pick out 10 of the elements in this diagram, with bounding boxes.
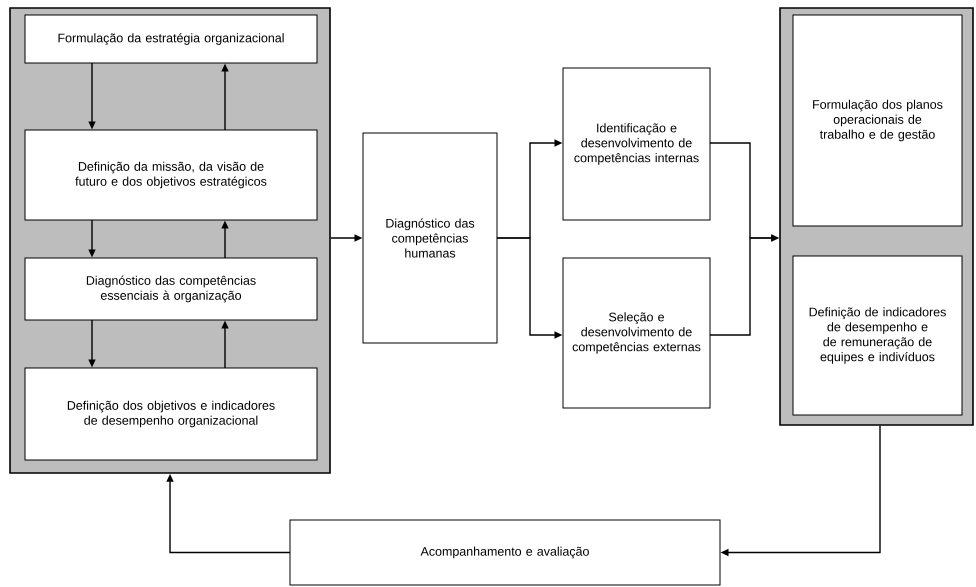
process-box: Definição dos objetivos e indicadores de desempenho organizacional (24, 368, 318, 460)
process-box: Acompanhamento e avaliação (290, 520, 720, 586)
process-box: Definição da missão, da visão de futuro e dos objetivos estratégicos (24, 130, 318, 220)
process-box: Formulação da estratégia organizacional (24, 14, 318, 64)
process-box: Diagnóstico das competências essenciais à organização (24, 258, 318, 320)
process-box: Seleção e desenvolvimento de competências externas (562, 258, 710, 408)
process-box: Formulação dos planos operacionais de trabalho e de gestão (792, 14, 962, 226)
process-box: Identificação e desenvolvimento de competências internas (562, 68, 710, 220)
process-box: Diagnóstico das competências humanas (362, 132, 498, 344)
process-box: Definição de indicadores de desempenho e de remuneração de equipes e indivíduos (792, 256, 962, 416)
